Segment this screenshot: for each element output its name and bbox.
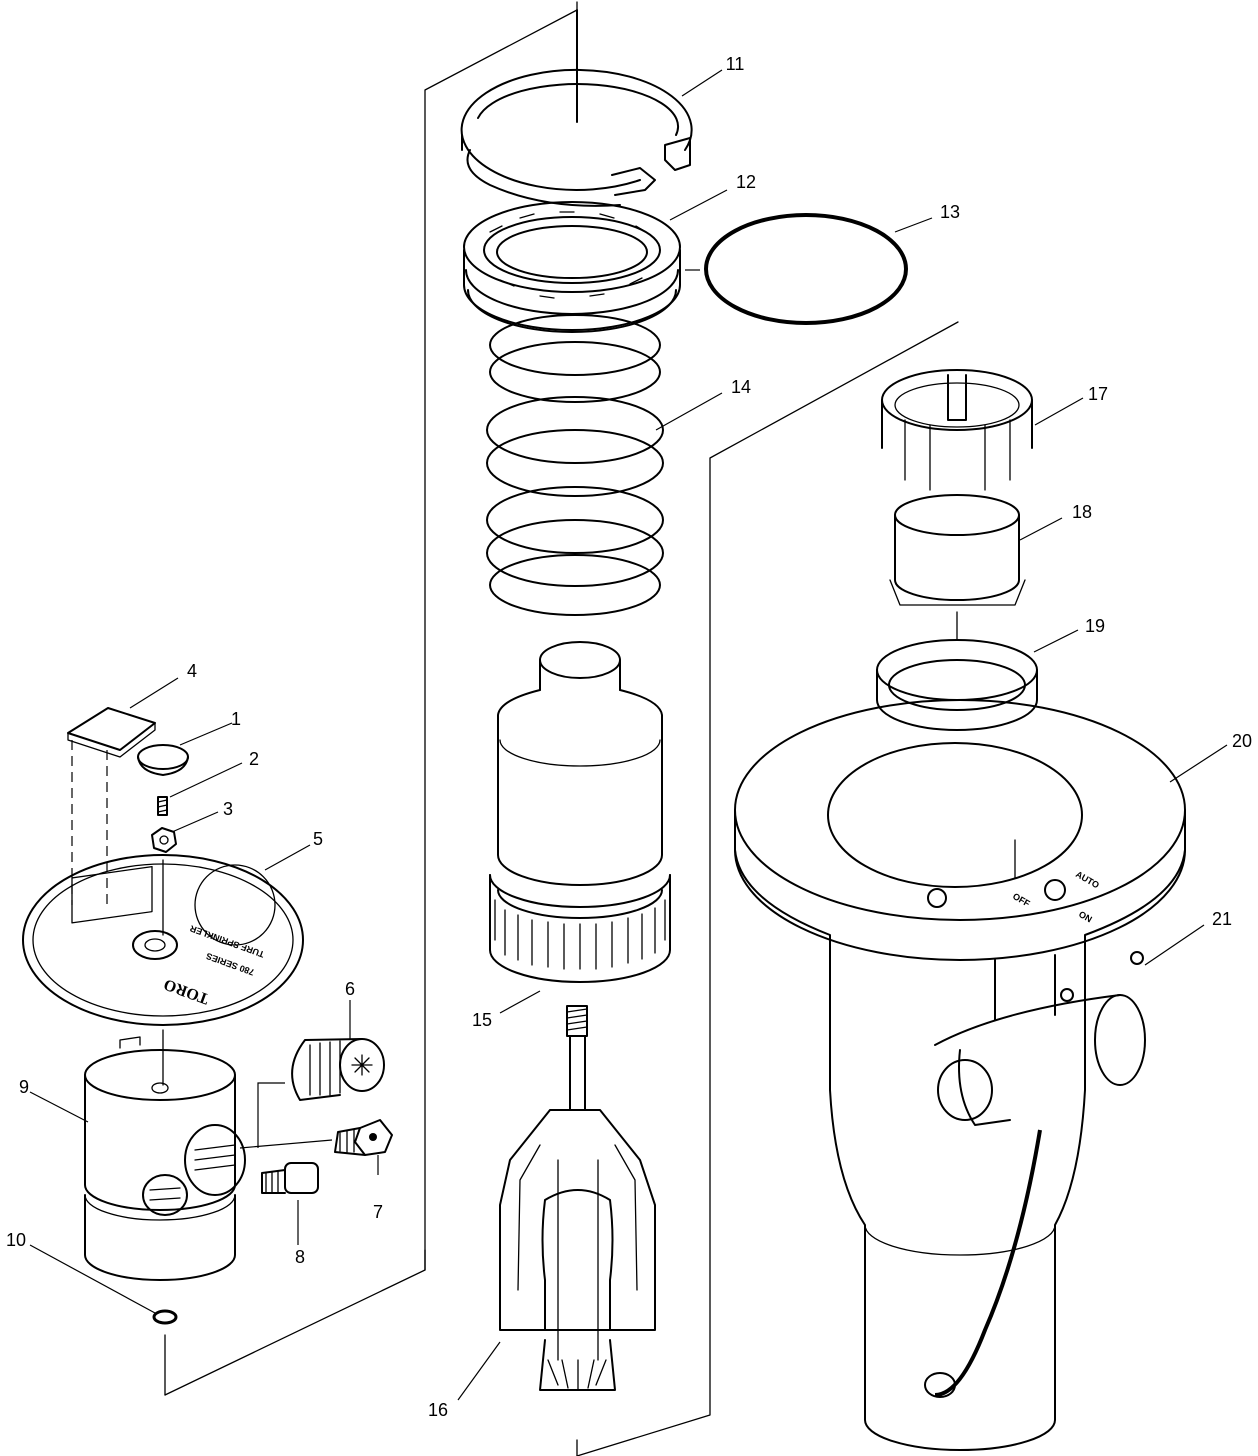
section-boundaries [164, 1, 959, 1456]
callout-18: 18 [1072, 502, 1092, 522]
callout-1: 1 [231, 709, 241, 729]
part-2-screw [157, 796, 168, 816]
gear-product-label: TURF SPRINKLER [188, 923, 266, 959]
flange-on-label: ON [1077, 909, 1094, 924]
callout-4: 4 [187, 661, 197, 681]
callout-17: 17 [1088, 384, 1108, 404]
callout-6: 6 [345, 979, 355, 999]
part-6-nozzle [291, 1038, 385, 1101]
part-3-nut [151, 827, 177, 853]
callout-14: 14 [731, 377, 751, 397]
flange-off-label: OFF [1011, 891, 1032, 909]
callout-10: 10 [6, 1230, 26, 1250]
part-1-cap [137, 744, 189, 776]
part-7-nozzle [334, 1119, 393, 1156]
flange-auto-label: AUTO [1074, 869, 1101, 890]
callout-15: 15 [472, 1010, 492, 1030]
callout-9: 9 [19, 1077, 29, 1097]
callout-5: 5 [313, 829, 323, 849]
part-14-spring [486, 314, 664, 616]
part-4-cover [67, 707, 156, 758]
callout-2: 2 [249, 749, 259, 769]
callout-11: 11 [726, 54, 745, 74]
leader-lines [29, 69, 1228, 1401]
callout-16: 16 [428, 1400, 448, 1420]
part-13-o-ring [704, 213, 908, 325]
alignment-dashes [71, 740, 164, 1086]
callout-21: 21 [1212, 909, 1232, 929]
callout-8: 8 [295, 1247, 305, 1267]
callout-20: 20 [1232, 731, 1252, 751]
part-11-snap-ring [460, 9, 693, 207]
callout-3: 3 [223, 799, 233, 819]
part-18-valve-body [889, 494, 1026, 606]
callout-13: 13 [940, 202, 960, 222]
callout-12: 12 [736, 172, 756, 192]
part-15-riser [489, 641, 671, 983]
part-12-retainer [463, 201, 681, 333]
part-10-o-ring [152, 1309, 178, 1325]
callout-19: 19 [1085, 616, 1105, 636]
callout-labels: 1 2 3 4 5 6 7 8 9 10 11 12 13 14 15 16 1… [6, 54, 1252, 1420]
callout-7: 7 [373, 1202, 383, 1222]
part-21-selector-housing [934, 951, 1146, 1126]
part-8-nozzle [261, 1162, 319, 1194]
part-9-nozzle-housing [84, 1036, 246, 1281]
part-19-valve-seat [876, 611, 1038, 731]
gear-brand-logo: TORO [162, 975, 212, 1007]
part-17-valve-cage [881, 369, 1033, 491]
part-16-stator-assembly [499, 1005, 656, 1391]
